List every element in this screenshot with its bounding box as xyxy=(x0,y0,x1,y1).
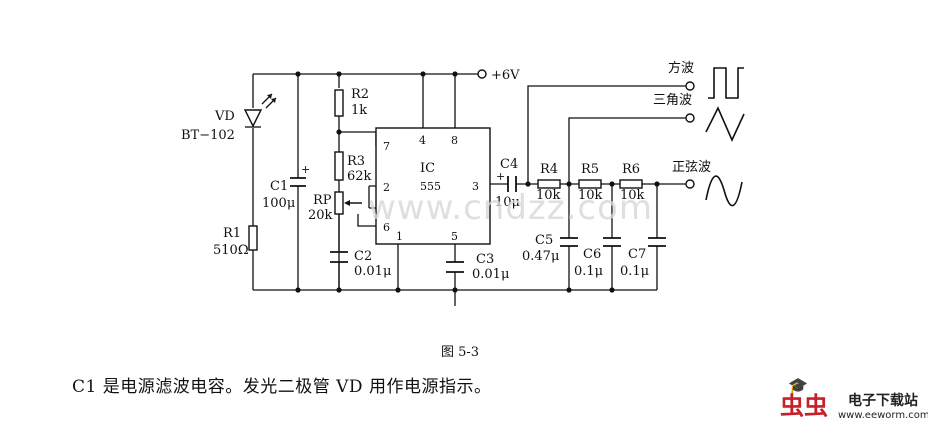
c1-ref: C1 xyxy=(270,179,288,194)
c3-ref: C3 xyxy=(476,252,494,267)
rp-value: 20k xyxy=(308,208,333,223)
output-sine: 正弦波 xyxy=(672,159,711,189)
capacitor-c6: C6 0.1μ xyxy=(574,237,621,279)
supply-label: +6V xyxy=(491,68,520,83)
r3-value: 62k xyxy=(347,169,372,184)
capacitor-c4: + C4 10μ xyxy=(495,157,520,210)
r3-ref: R3 xyxy=(347,154,365,169)
c6-value: 0.1μ xyxy=(574,264,603,279)
square-wave-icon xyxy=(708,67,744,99)
capacitor-c5: C5 0.47μ xyxy=(522,233,578,264)
c1-value: 100μ xyxy=(262,196,295,211)
ic-pin-3: 3 xyxy=(472,180,479,193)
resistor-r1: R1 510Ω xyxy=(213,225,258,258)
output-square-label: 方波 xyxy=(668,60,694,76)
c7-ref: C7 xyxy=(628,247,646,262)
figure-description: C1 是电源滤波电容。发光二极管 VD 用作电源指示。 xyxy=(72,377,492,397)
ic-pin-8: 8 xyxy=(451,134,458,147)
resistor-r3: R3 62k xyxy=(334,151,372,184)
ic-pin-4: 4 xyxy=(419,134,426,147)
graduation-cap-icon: 🎓 xyxy=(788,376,808,395)
ic-part: 555 xyxy=(420,180,441,193)
logo-name: 电子下载站 xyxy=(848,393,918,409)
r1-value: 510Ω xyxy=(213,243,249,258)
vd-ref: VD xyxy=(214,109,235,124)
c6-ref: C6 xyxy=(583,247,601,262)
c7-value: 0.1μ xyxy=(620,264,649,279)
resistor-r5: R5 10k xyxy=(578,162,603,203)
r2-ref: R2 xyxy=(351,87,369,102)
r6-ref: R6 xyxy=(622,162,640,177)
capacitor-c1: + C1 100μ xyxy=(262,163,310,211)
potentiometer-rp: RP 20k xyxy=(308,191,362,223)
logo-url: www.eeworm.com xyxy=(838,410,928,421)
output-sine-label: 正弦波 xyxy=(672,159,711,175)
c5-ref: C5 xyxy=(535,233,553,248)
logo-mark: 虫虫 xyxy=(780,392,828,420)
c3-value: 0.01μ xyxy=(472,267,509,282)
c4-ref: C4 xyxy=(500,157,518,172)
output-triangle-label: 三角波 xyxy=(653,93,692,108)
watermark: www.cndzz.com xyxy=(368,188,654,228)
wires xyxy=(252,73,686,306)
vd-value: BT−102 xyxy=(181,128,235,143)
r5-ref: R5 xyxy=(581,162,599,177)
sine-wave-icon xyxy=(705,175,743,207)
supply-terminal: +6V xyxy=(477,68,520,83)
r6-value: 10k xyxy=(620,188,645,203)
ic-pin-5: 5 xyxy=(451,230,458,243)
site-logo[interactable]: 🎓 虫虫 电子下载站 www.eeworm.com xyxy=(778,376,928,424)
r1-ref: R1 xyxy=(223,226,241,241)
c5-value: 0.47μ xyxy=(522,249,559,264)
capacitor-c7: C7 0.1μ xyxy=(620,237,666,279)
output-square: 方波 xyxy=(668,60,695,91)
r5-value: 10k xyxy=(578,188,603,203)
resistor-r2: R2 1k xyxy=(334,87,369,118)
figure-caption: 图 5-3 xyxy=(441,345,480,360)
c4-value: 10μ xyxy=(495,195,520,210)
c2-value: 0.01μ xyxy=(354,264,391,279)
ic-555: IC 555 4 8 7 2 6 1 5 3 xyxy=(375,127,491,245)
resistor-r4: R4 10k xyxy=(536,162,561,203)
capacitor-c3: C3 0.01μ xyxy=(446,252,509,282)
ic-name: IC xyxy=(420,161,435,176)
rp-ref: RP xyxy=(313,193,332,208)
ic-pin-2: 2 xyxy=(383,181,390,194)
c4-plus: + xyxy=(496,170,505,183)
triangle-wave-icon xyxy=(705,106,745,142)
r4-value: 10k xyxy=(536,188,561,203)
resistor-r6: R6 10k xyxy=(619,162,645,203)
output-triangle: 三角波 xyxy=(653,93,695,123)
led-vd: VD BT−102 xyxy=(181,93,277,143)
c1-plus: + xyxy=(301,163,310,176)
ic-pin-1: 1 xyxy=(396,230,403,243)
r2-value: 1k xyxy=(351,103,367,118)
capacitor-c2: C2 0.01μ xyxy=(330,249,391,279)
ic-pin-7: 7 xyxy=(383,140,390,153)
ic-pin-6: 6 xyxy=(383,221,390,234)
junction-dots xyxy=(295,71,660,293)
r4-ref: R4 xyxy=(540,162,558,177)
c2-ref: C2 xyxy=(354,249,372,264)
